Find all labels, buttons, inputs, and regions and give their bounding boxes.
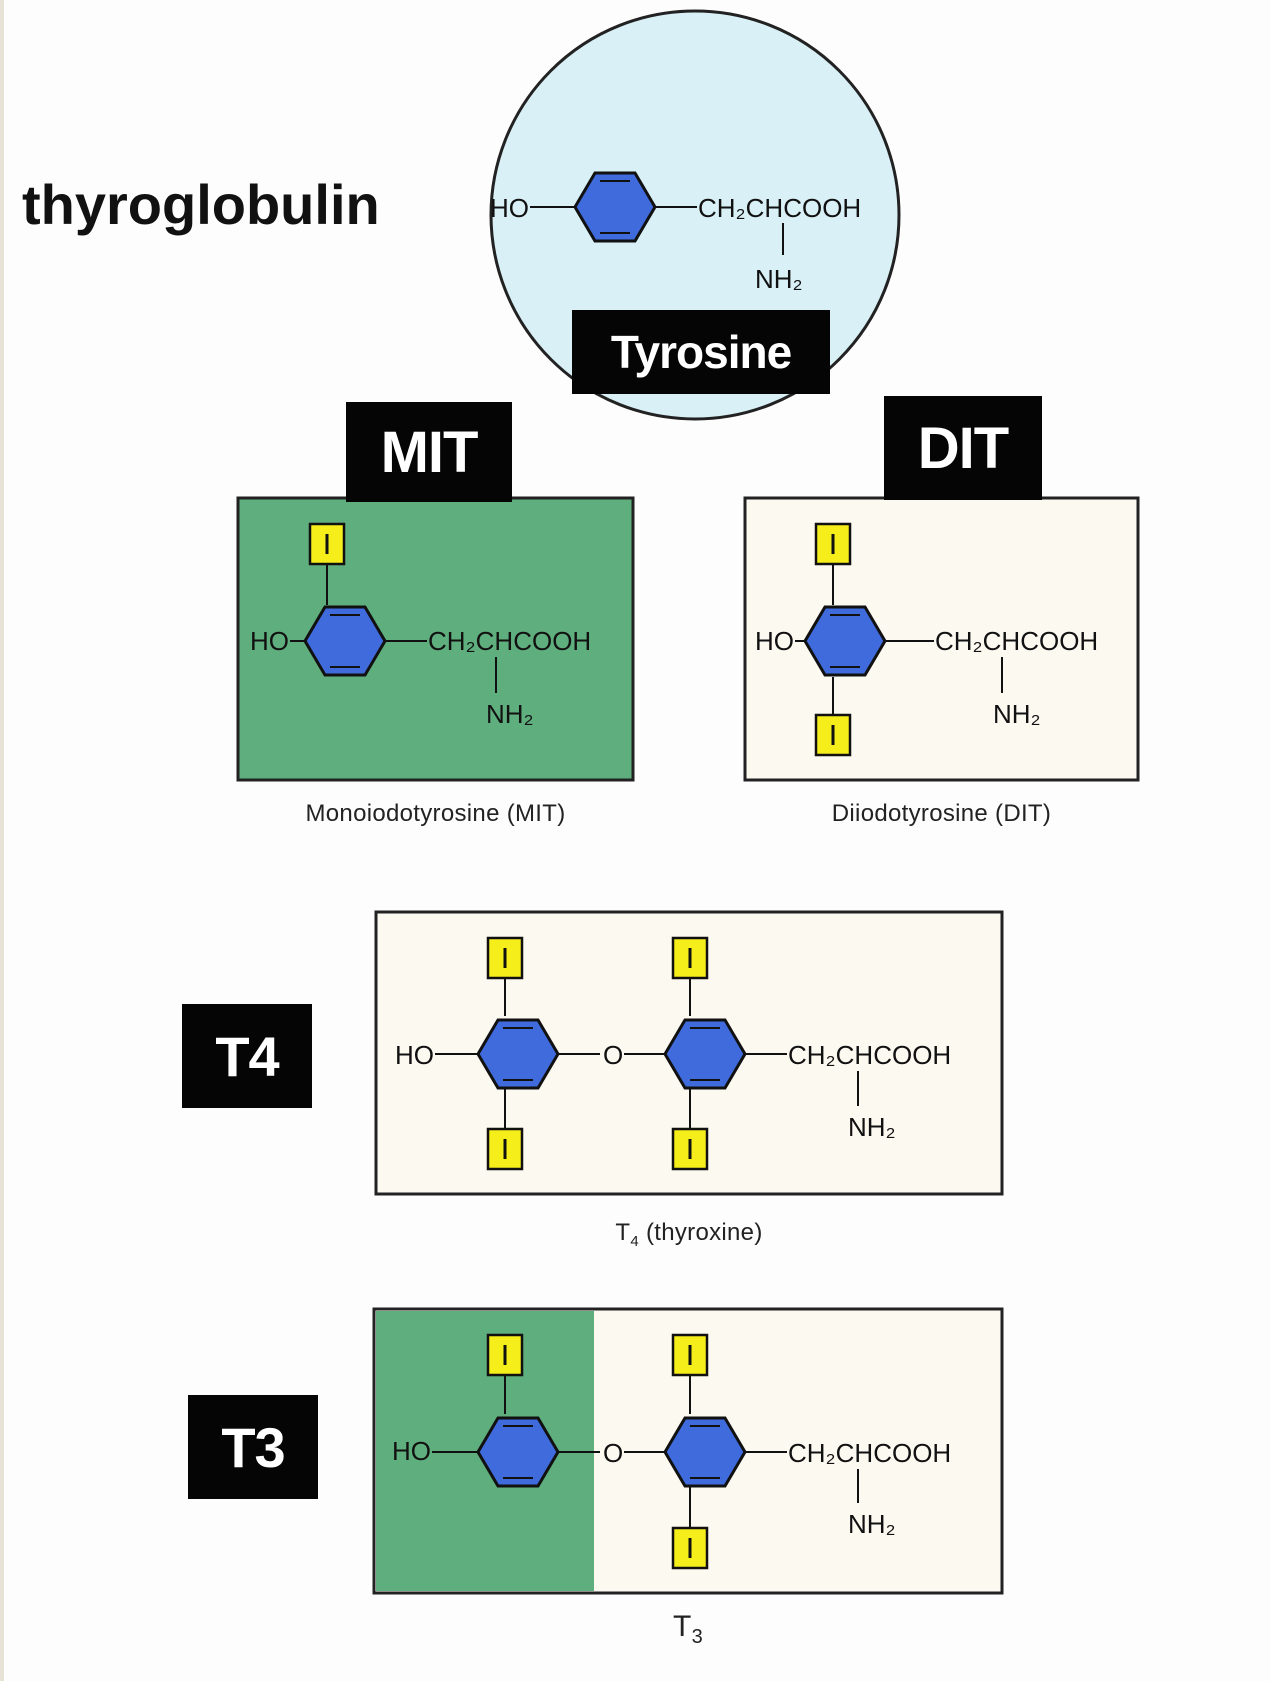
t3-iodine-1-icon <box>486 1333 524 1377</box>
t3-amine: NH₂ <box>848 1509 896 1539</box>
dit-iodine-bottom-icon <box>814 713 852 757</box>
t3-caption-sub: 3 <box>691 1626 704 1648</box>
dit-iodine-top-icon <box>814 522 852 566</box>
mit-amine: NH₂ <box>486 699 534 729</box>
t4-iodine-1-icon <box>486 936 524 980</box>
t3-side-chain: CH₂CHCOOH <box>788 1438 951 1468</box>
t4-caption-main: T <box>615 1219 631 1246</box>
tyrosine-label: Tyrosine <box>572 310 830 394</box>
dit-amine: NH₂ <box>993 699 1041 729</box>
mit-side-chain: CH₂CHCOOH <box>428 626 591 656</box>
dit-label: DIT <box>884 396 1042 500</box>
tyrosine-amine: NH₂ <box>755 264 803 294</box>
mit-ho: HO <box>250 626 289 656</box>
t3-caption: T3 <box>374 1610 1002 1649</box>
mit-label: MIT <box>346 402 512 502</box>
t4-caption-rest: (thyroxine) <box>638 1219 763 1246</box>
t4-label: T4 <box>182 1004 312 1108</box>
mit-caption: Monoiodotyrosine (MIT) <box>305 800 566 827</box>
t4-iodine-2-icon <box>486 1127 524 1171</box>
t4-ether-o: O <box>603 1040 623 1070</box>
dit-ho: HO <box>755 626 794 656</box>
dit-caption: Diiodotyrosine (DIT) <box>831 800 1052 827</box>
page-title: thyroglobulin <box>22 173 380 236</box>
t3-iodine-3-icon <box>671 1526 709 1570</box>
t3-label: T3 <box>188 1395 318 1499</box>
tyrosine-side-chain: CH₂CHCOOH <box>698 193 861 223</box>
page-left-rule <box>0 0 4 1681</box>
mit-iodine-top-icon <box>308 522 346 566</box>
t3-caption-main: T <box>672 1610 692 1643</box>
mit-panel <box>236 496 635 782</box>
tyrosine-ho: HO <box>490 193 529 223</box>
dit-side-chain: CH₂CHCOOH <box>935 626 1098 656</box>
t3-iodine-2-icon <box>671 1333 709 1377</box>
t4-amine: NH₂ <box>848 1112 896 1142</box>
t4-caption-sub: 4 <box>630 1232 639 1250</box>
t4-side-chain: CH₂CHCOOH <box>788 1040 951 1070</box>
t4-ho: HO <box>395 1040 434 1070</box>
t4-iodine-3-icon <box>671 936 709 980</box>
t4-caption: T4 (thyroxine) <box>376 1219 1002 1250</box>
t3-ether-o: O <box>603 1438 623 1468</box>
t3-ho: HO <box>392 1436 431 1466</box>
t4-iodine-4-icon <box>671 1127 709 1171</box>
